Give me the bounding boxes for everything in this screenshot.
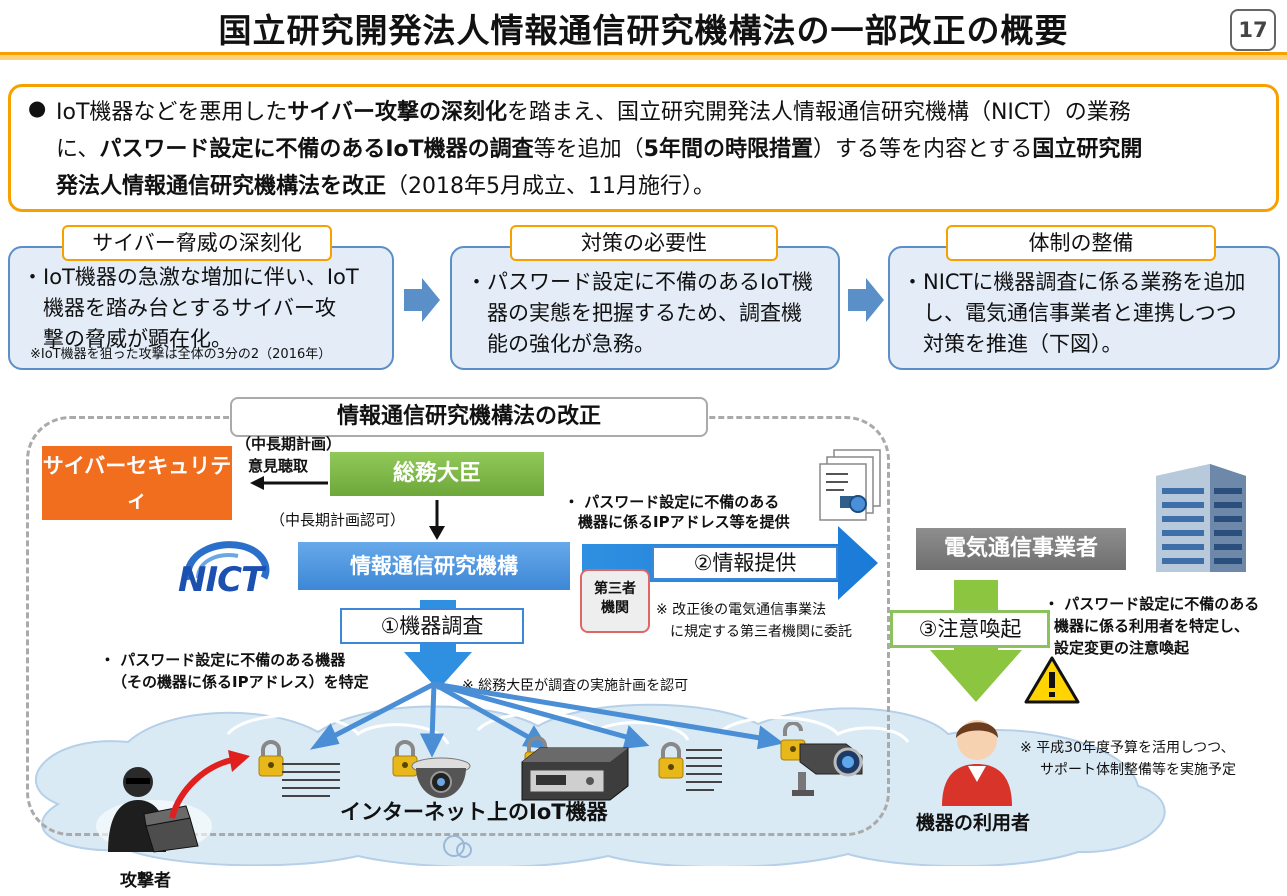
telecom-box: 電気通信事業者	[916, 528, 1126, 570]
attacker-label: 攻撃者	[120, 871, 171, 891]
provide-note-2: 機器に係るIPアドレス等を提供	[578, 513, 790, 531]
provide-note-1: ・ パスワード設定に不備のある	[564, 493, 780, 511]
opinion-label-2: 意見聴取	[248, 457, 309, 475]
summary-line-3: 発法人情報通信研究機構法を改正（2018年5月成立、11月施行）。	[56, 174, 715, 199]
diagram-title: 情報通信研究機構法の改正	[230, 397, 708, 437]
user-icon	[942, 720, 1012, 806]
panel-cyber-threat-label: サイバー脅威の深刻化	[62, 225, 332, 261]
user-label: 機器の利用者	[916, 812, 1031, 834]
panel-cyber-threat-text: ・IoT機器の急激な増加に伴い、IoT 機器を踏み台とするサイバー攻 撃の脅威が…	[22, 265, 359, 351]
panel-necessity	[450, 246, 840, 370]
arrow-down-icon	[429, 500, 445, 540]
summary-bullet: ●	[28, 96, 47, 120]
budget-note-2: サポート体制整備等を実施予定	[1040, 762, 1236, 778]
alert-note-1: ・ パスワード設定に不備のある	[1044, 595, 1260, 613]
summary-box	[8, 84, 1279, 212]
info-provide-label: ②情報提供	[652, 546, 838, 580]
lock-icon	[658, 742, 684, 779]
recorder-device-icon	[521, 747, 629, 801]
investigation-label: ①機器調査	[340, 608, 524, 644]
arrow-right-icon	[404, 278, 440, 322]
budget-note-1: ※ 平成30年度予算を活用しつつ、	[1020, 740, 1235, 756]
page-number: 17	[1230, 9, 1276, 51]
panel-cyber-threat-note: ※IoT機器を狙った攻撃は全体の3分の2（2016年）	[30, 347, 332, 362]
panel-system	[888, 246, 1280, 370]
third-party-box: 第三者 機関	[580, 569, 650, 633]
panel-necessity-text: ・パスワード設定に不備のあるIoT機 器の実態を把握するため、調査機 能の強化が…	[466, 270, 813, 356]
minister-box: 総務大臣	[330, 452, 544, 496]
dome-camera-icon	[411, 757, 471, 798]
security-camera-icon	[792, 743, 863, 796]
panel-necessity-label: 対策の必要性	[510, 225, 778, 261]
document-device-icon	[686, 749, 722, 791]
alert-label: ③注意喚起	[890, 610, 1050, 648]
nict-logo-text: NICT	[178, 560, 264, 600]
document-stack-icon	[819, 449, 881, 521]
attack-arrow-icon	[169, 750, 250, 819]
panel-cyber-threat	[8, 246, 394, 370]
arrow-right-icon	[848, 278, 884, 322]
title-underline	[0, 52, 1287, 60]
attacker-icon	[96, 767, 212, 853]
alert-note-2: 機器に係る利用者を特定し、	[1054, 617, 1250, 635]
alert-note-3: 設定変更の注意喚起	[1054, 639, 1190, 657]
unlock-icon	[780, 722, 806, 761]
panel-system-label: 体制の整備	[946, 225, 1216, 261]
nict-box: 情報通信研究機構	[298, 542, 570, 590]
summary-text: IoT機器などを悪用したサイバー攻撃の深刻化を踏まえ、国立研究開発法人情報通信研…	[56, 94, 1272, 205]
nict-logo-icon	[184, 541, 270, 581]
warning-icon	[1024, 656, 1080, 704]
summary-line-2: に、パスワード設定に不備のあるIoT機器の調査等を追加（5年間の時限措置）する等…	[56, 137, 1143, 162]
nict-logo: NICT	[176, 540, 272, 610]
building-icon	[1156, 464, 1246, 572]
telecom-act-note-2: に規定する第三者機関に委託	[670, 624, 852, 640]
lock-icon	[392, 740, 418, 777]
minister-approval-note: ※ 総務大臣が調査の実施計画を認可	[462, 678, 689, 694]
cyber-security-hq-box: サイバーセキュリティ 戦略本部	[42, 446, 232, 546]
identify-note-2: （その機器に係るIPアドレス）を特定	[112, 673, 369, 691]
page-title: 国立研究開発法人情報通信研究機構法の一部改正の概要	[218, 11, 1069, 50]
document-device-icon	[282, 763, 340, 797]
lock-icon	[258, 740, 284, 777]
scan-arrows	[309, 681, 784, 758]
opinion-label-1: （中長期計画）	[236, 435, 342, 453]
summary-line-1: IoT機器などを悪用したサイバー攻撃の深刻化を踏まえ、国立研究開発法人情報通信研…	[56, 100, 1131, 125]
panel-system-text: ・NICTに機器調査に係る業務を追加 し、電気通信事業者と連携しつつ 対策を推進…	[902, 270, 1246, 356]
approval-label: （中長期計画認可）	[270, 511, 406, 529]
iot-devices-label: インターネット上のIoT機器	[340, 800, 608, 824]
identify-note-1: ・ パスワード設定に不備のある機器	[100, 651, 346, 669]
arrow-left-icon	[250, 476, 328, 490]
telecom-act-note-1: ※ 改正後の電気通信事業法	[656, 602, 827, 618]
